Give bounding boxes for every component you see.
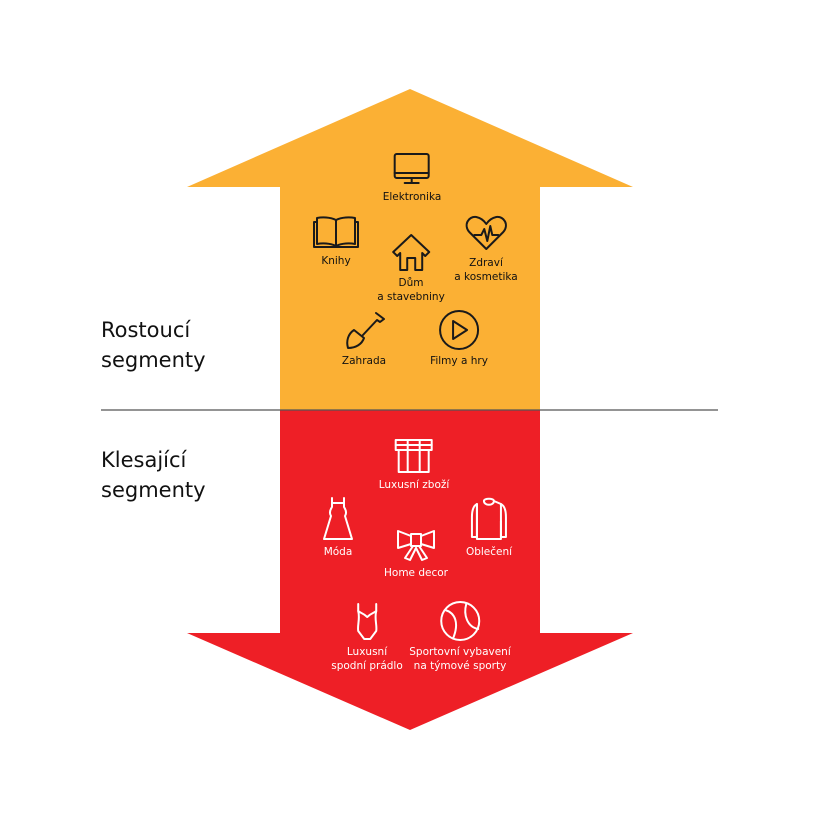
growing-title-line1: Rostoucí: [101, 318, 191, 342]
hoodie-icon: [471, 497, 507, 540]
bow-icon: [396, 530, 435, 561]
segment-zahrada: Zahrada: [340, 310, 388, 368]
label: Zahrada: [341, 355, 387, 367]
growing-title-line2: segmenty: [101, 348, 206, 372]
label-line1: Dům: [398, 277, 424, 289]
label: Knihy: [321, 255, 351, 267]
label: Filmy a hry: [430, 355, 488, 367]
label: Luxusní zboží: [378, 479, 450, 491]
segment-filmy: Filmy a hry: [430, 310, 488, 368]
label-line2: a stavebniny: [377, 291, 445, 303]
label: Elektronika: [382, 191, 442, 203]
segment-elektronika: Elektronika: [382, 152, 442, 204]
segment-zdravi: Zdraví a kosmetika: [454, 214, 518, 284]
segment-moda: Móda: [321, 495, 355, 559]
heart-pulse-icon: [465, 215, 507, 250]
monitor-icon: [394, 153, 430, 184]
ball-icon: [439, 601, 480, 641]
label: Móda: [323, 546, 353, 558]
segment-dum: Dům a stavebniny: [377, 232, 445, 304]
label-line1: Luxusní: [346, 646, 388, 658]
growing-title: Rostoucí segmenty: [101, 315, 206, 375]
segment-luxusni-pradlo: Luxusní spodní prádlo: [331, 601, 403, 673]
label-line2: a kosmetika: [454, 271, 518, 283]
dress-icon: [323, 497, 353, 540]
gift-box-icon: [394, 439, 433, 473]
declining-title: Klesající segmenty: [101, 445, 206, 505]
segment-obleceni: Oblečení: [466, 497, 512, 559]
label-line1: Zdraví: [469, 257, 503, 269]
label: Oblečení: [465, 546, 513, 558]
up-arrow: [187, 89, 633, 410]
bodysuit-icon: [356, 603, 378, 640]
label-line2: na týmové sporty: [413, 660, 507, 672]
label-line2: spodní prádlo: [331, 660, 403, 672]
label: Home decor: [384, 567, 448, 579]
label-line1: Sportovní vybavení: [409, 646, 511, 658]
segment-knihy: Knihy: [312, 214, 360, 268]
play-icon: [438, 310, 479, 350]
declining-title-line2: segmenty: [101, 478, 206, 502]
segment-sportovni-vybaveni: Sportovní vybavení na týmové sporty: [409, 601, 511, 673]
segment-luxusni-zbozi: Luxusní zboží: [378, 436, 450, 492]
declining-title-line1: Klesající: [101, 448, 187, 472]
house-icon: [391, 234, 430, 271]
shovel-icon: [346, 312, 385, 349]
book-icon: [313, 216, 359, 248]
down-arrow: [187, 410, 633, 730]
segment-home-decor: Home decor: [384, 528, 448, 580]
